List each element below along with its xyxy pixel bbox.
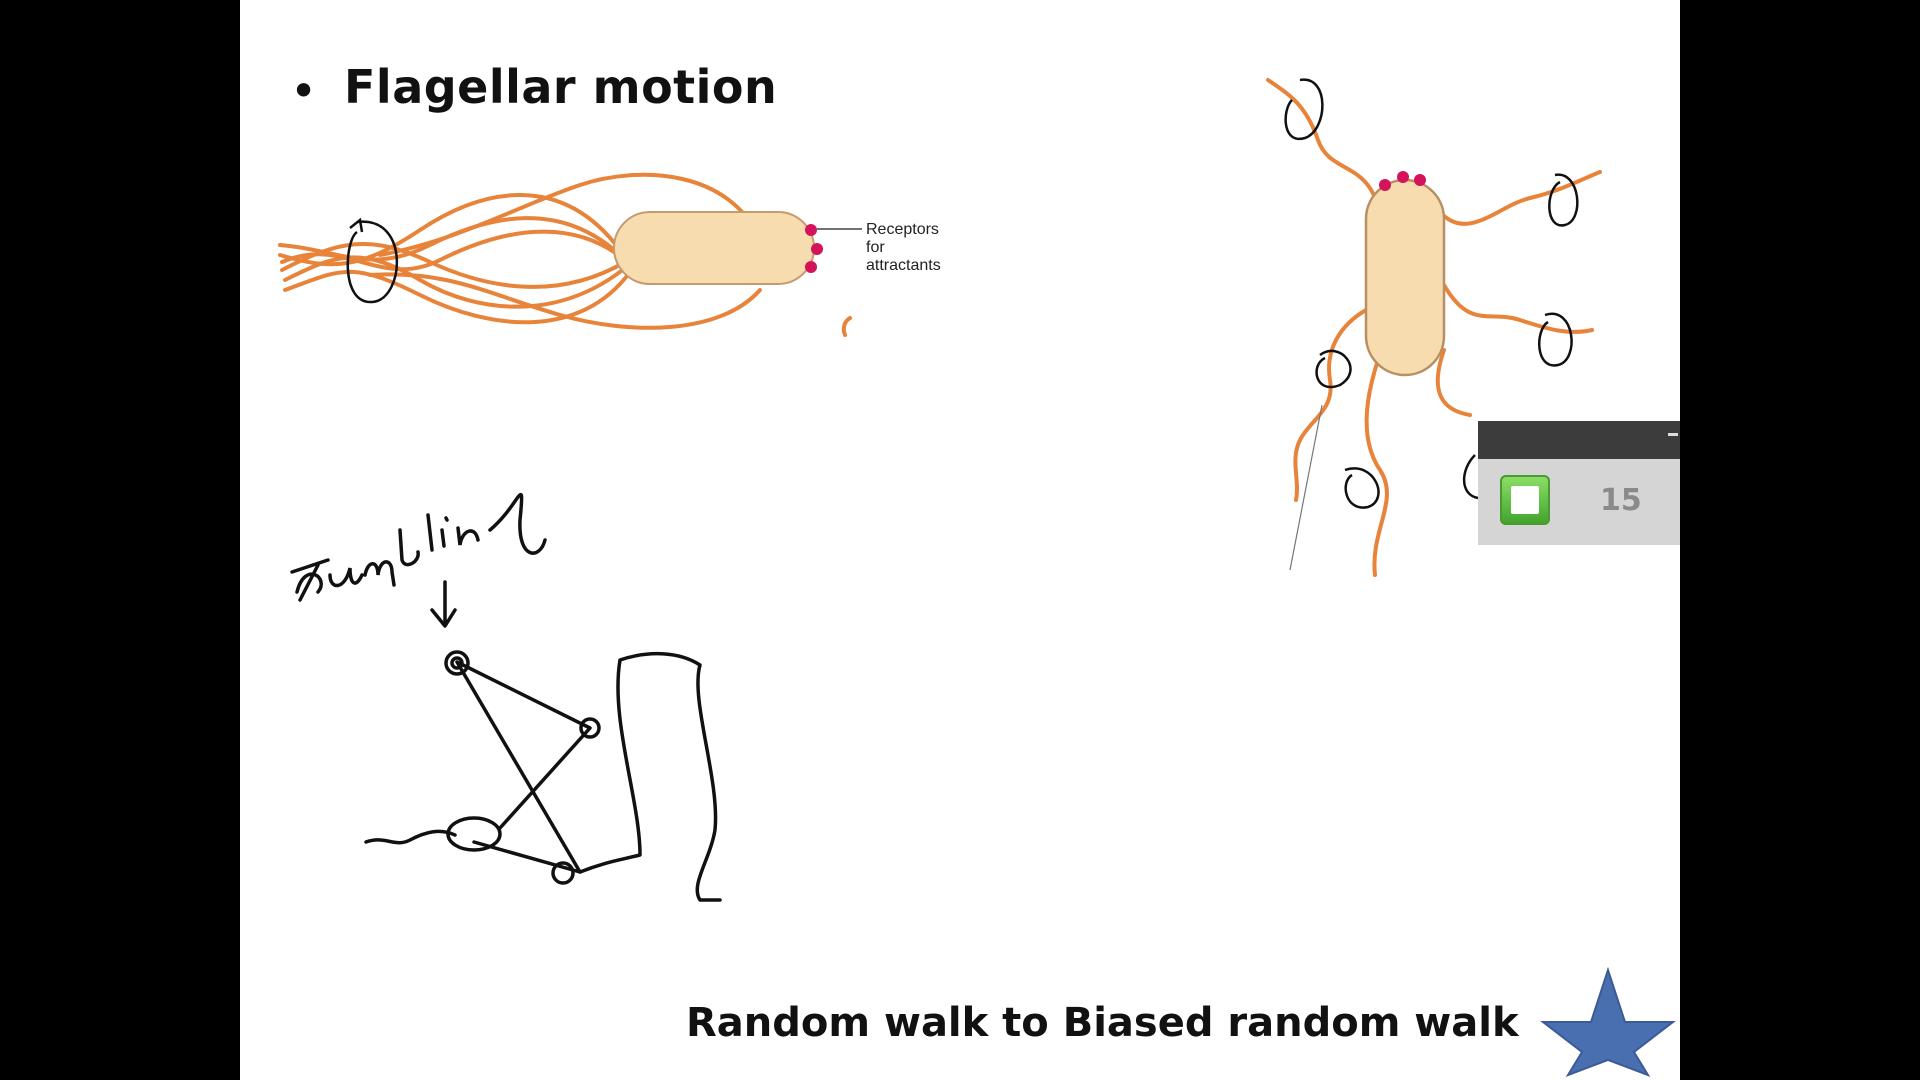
rotation-arrow-icon bbox=[1284, 78, 1579, 509]
flagellum bbox=[1435, 348, 1472, 417]
slide bbox=[240, 0, 1680, 1080]
receptor-dots bbox=[805, 224, 823, 273]
slide-caption: Random walk to Biased random walk bbox=[686, 1000, 1519, 1046]
flagellum bbox=[1364, 358, 1389, 577]
flagellum bbox=[368, 272, 762, 330]
bacterium-cell bbox=[613, 211, 815, 285]
timer-widget: 15 bbox=[1478, 421, 1680, 545]
flagellum bbox=[378, 172, 762, 257]
flagellum bbox=[280, 229, 627, 272]
star-icon bbox=[1540, 966, 1676, 1077]
flagellum-fragment bbox=[841, 316, 852, 337]
flagellum bbox=[1266, 78, 1382, 217]
bullet-icon: • bbox=[290, 64, 318, 118]
rotation-arrow-icon bbox=[346, 217, 398, 304]
thin-line bbox=[1289, 404, 1323, 571]
minimize-icon[interactable] bbox=[1668, 433, 1678, 436]
flagellum bbox=[278, 193, 622, 267]
flagellum bbox=[1442, 283, 1594, 334]
handwriting-stroke bbox=[295, 572, 323, 594]
receptors-label-line3: attractants bbox=[866, 257, 941, 274]
flagellum bbox=[283, 255, 627, 309]
arrow-down-icon bbox=[430, 580, 457, 628]
receptor-dots bbox=[1379, 171, 1426, 191]
flagellum bbox=[280, 241, 627, 289]
stop-square-icon bbox=[1511, 486, 1539, 514]
receptors-label-line1: Receptors bbox=[866, 221, 939, 238]
slide-title: Flagellar motion bbox=[344, 60, 778, 114]
timer-count: 15 bbox=[1600, 483, 1642, 518]
flagellum bbox=[283, 269, 632, 325]
tumbling-bacterium-diagram bbox=[1266, 78, 1602, 577]
bacterium-cell bbox=[1364, 178, 1446, 377]
running-bacterium-diagram bbox=[278, 172, 852, 337]
flagellum bbox=[1293, 308, 1368, 502]
handwritten-word bbox=[290, 493, 547, 602]
receptors-label-line2: for bbox=[866, 239, 885, 256]
flagellum bbox=[1441, 170, 1602, 226]
random-walk-sketch bbox=[295, 572, 722, 902]
stop-button[interactable] bbox=[1500, 475, 1550, 525]
